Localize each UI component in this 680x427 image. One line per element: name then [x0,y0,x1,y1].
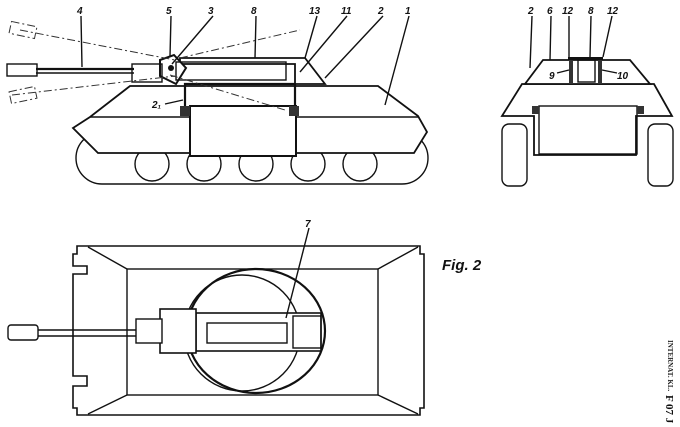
mantlet-top [159,308,197,354]
front-label-12b: 12 [607,6,619,17]
top-view [7,227,425,416]
label-4: 4 [76,6,83,17]
label-2-sub1: 2₁ [151,100,162,111]
label-13: 13 [309,6,321,17]
classification-code: F 07 J [663,395,675,424]
label-3: 3 [208,6,214,17]
figure-caption: Fig. 2 [442,257,482,274]
label-8: 8 [251,6,257,17]
label-11: 11 [341,6,352,17]
label-5: 5 [166,6,172,17]
margin-text: INTERNAT. KL. F 07 J [663,340,675,424]
front-view [500,15,674,187]
muzzle-brake [6,63,38,77]
front-label-2: 2 [527,6,534,17]
turret-basket [189,105,297,157]
front-label-10: 10 [617,71,629,82]
front-label-12a: 12 [562,6,574,17]
label-2: 2 [377,6,384,17]
gun-breech [175,61,287,81]
gun-opening [577,59,596,83]
muzzle-brake-top [7,324,39,341]
left-track [501,123,528,187]
front-label-9: 9 [549,71,555,82]
side-view [6,20,429,185]
seal [180,106,190,116]
classification-label: INTERNAT. KL. [666,340,674,392]
front-label-6: 6 [547,6,553,17]
gun-housing [195,312,322,352]
label-1: 1 [405,6,411,17]
front-turret [523,59,652,85]
seal [289,106,299,116]
side-view-leaders [80,15,410,106]
right-track [647,123,674,187]
top-label-7: 7 [305,219,311,230]
front-hull [500,83,674,156]
front-label-8: 8 [588,6,594,17]
